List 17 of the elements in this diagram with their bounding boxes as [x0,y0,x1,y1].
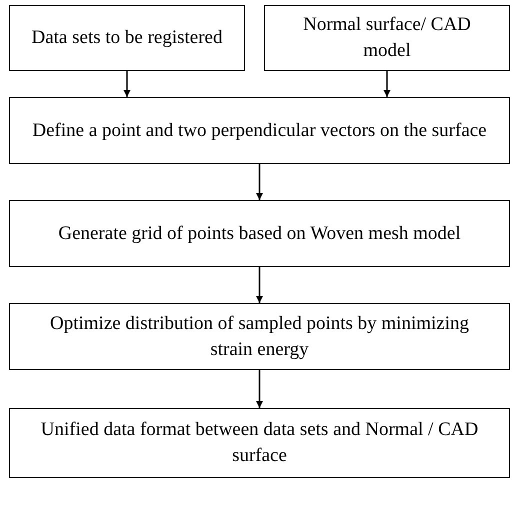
process-box [264,5,510,71]
arrow [256,267,263,303]
box-text: Optimize distribution of sampled points by minimizing strain energy [48,312,470,362]
box-text: Normal surface/ CAD model [302,13,472,63]
process-box [9,303,510,370]
arrow [384,71,390,97]
process-box [9,97,510,164]
process-box [9,408,510,478]
box-text: Define a point and two perpendicular vectors on the surface [32,118,487,143]
box-text: Unified data format between data sets and Normal / CAD surface [40,418,480,468]
box-text: Generate grid of points based on Woven mesh model [58,222,461,246]
arrow [256,370,263,408]
process-box [9,200,510,267]
box-text: Data sets to be registered [32,26,222,50]
arrow [256,164,263,200]
arrow [124,71,130,97]
process-box [9,5,245,71]
